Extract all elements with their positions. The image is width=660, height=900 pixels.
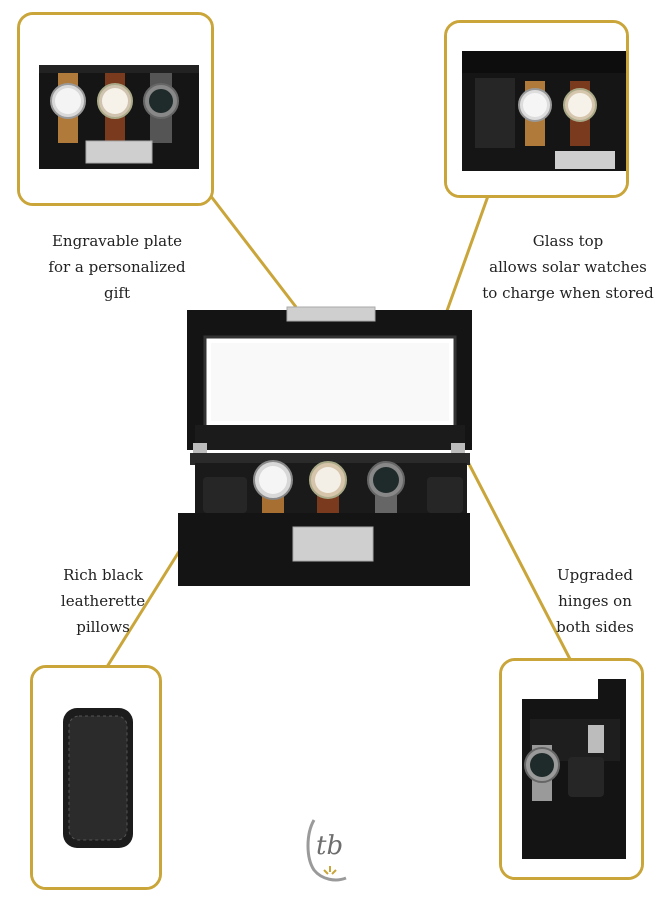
box-watch-2 [309,461,347,513]
caption-glass-top: Glass top allows solar watches to charge… [478,228,658,306]
caption-hinges-line-1: Upgraded [556,566,634,584]
watch-2 [97,73,133,143]
watch-1 [50,73,86,143]
caption-engravable-line-3: gift [104,284,130,302]
caption-pillows-line-2: leatherette [60,592,146,610]
caption-pillows-line-3: pillows [76,618,130,636]
caption-glass-line-2: allows solar watches [489,258,647,276]
inset-engravable-plate [17,12,214,206]
watch-box-photo [178,306,472,586]
caption-hinges-line-2: hinges on [558,592,632,610]
caption-engravable-line-1: Engravable plate [51,232,183,250]
tb-monogram-logo-icon: tb [306,819,347,882]
inset-pillow-photo [33,668,159,887]
caption-pillows-line-1: Rich black [63,566,143,584]
inset-engravable-plate-photo [20,15,211,203]
inset-pillow [30,665,162,890]
inset-hinges [499,658,644,880]
caption-engravable-plate: Engravable plate for a personalized gift [42,228,192,306]
watch-3 [143,73,179,143]
caption-glass-line-3: to charge when stored [482,284,654,302]
inset-glass-top-photo [447,23,626,195]
caption-engravable-line-2: for a personalized [48,258,186,276]
svg-text:tb: tb [316,831,343,861]
watch-rose [563,81,597,146]
inset-glass-top [444,20,629,198]
caption-pillows: Rich black leatherette pillows [48,562,158,640]
box-watch-1 [253,460,293,513]
inset-hinges-photo [502,661,641,877]
caption-hinges: Upgraded hinges on both sides [540,562,650,640]
box-watch-3 [367,461,405,513]
caption-glass-line-1: Glass top [532,232,604,250]
caption-hinges-line-3: both sides [556,618,634,636]
watch-silver [518,81,552,146]
hinge-inset-watch [524,745,560,801]
